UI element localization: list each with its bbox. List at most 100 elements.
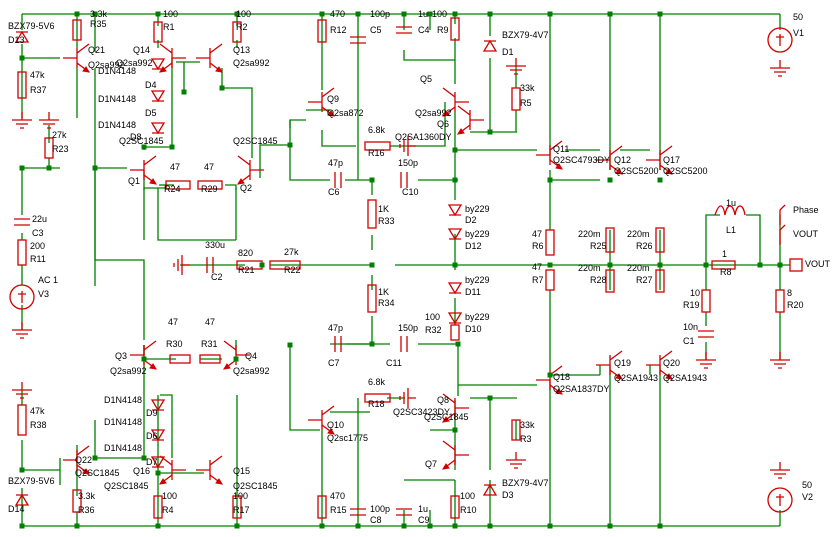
label-vout2: VOUT bbox=[805, 259, 831, 269]
junction-dot bbox=[234, 11, 240, 17]
junction-dot bbox=[234, 523, 240, 529]
junction-dot bbox=[369, 262, 375, 268]
label-r27-val: 220m bbox=[627, 263, 650, 273]
junction-dot bbox=[487, 523, 493, 529]
label-d7-ref: D7 bbox=[146, 457, 158, 467]
d14 bbox=[14, 493, 30, 506]
label-q13-val: Q2sa992 bbox=[233, 58, 270, 68]
label-v2-val: 50 bbox=[802, 480, 812, 490]
d9 bbox=[150, 399, 166, 412]
wire bbox=[225, 184, 237, 190]
label-r17-val: 100 bbox=[233, 491, 248, 501]
label-q8-val: Q2SC1845 bbox=[424, 412, 469, 422]
r36 bbox=[72, 489, 82, 513]
wire bbox=[259, 119, 306, 178]
label-r12-ref: R12 bbox=[330, 25, 347, 35]
c1 bbox=[698, 330, 714, 338]
label-c5-val: 100p bbox=[370, 9, 390, 19]
q1 bbox=[130, 155, 157, 185]
wire bbox=[160, 394, 173, 458]
label-r11-ref: R11 bbox=[30, 254, 46, 264]
junction-dot bbox=[452, 177, 458, 183]
label-q8-ref: Q8 bbox=[437, 395, 449, 405]
label-r26-val: 220m bbox=[627, 229, 650, 239]
d3 bbox=[482, 483, 498, 496]
label-r25-val: 220m bbox=[578, 229, 601, 239]
labels: D13BZX79-5V63.3kR35Q21Q2sa99247kR3727kR2… bbox=[8, 9, 831, 525]
q9-arrow bbox=[327, 110, 335, 117]
r11 bbox=[17, 239, 27, 266]
label-r8-val: 1 bbox=[722, 249, 727, 259]
label-q17-val: Q2SC5200 bbox=[663, 166, 708, 176]
label-r11-val: 200 bbox=[30, 241, 45, 251]
label-d6-val: D1N4148 bbox=[104, 417, 142, 427]
label-d13-ref: D13 bbox=[8, 35, 25, 45]
wire bbox=[705, 214, 720, 265]
gnd-c2 bbox=[173, 255, 190, 275]
label-q12-ref: Q12 bbox=[614, 155, 631, 165]
label-q5-val: Q2SA1360DY bbox=[395, 132, 452, 142]
label-d3-ref: D3 bbox=[502, 490, 514, 500]
r16 bbox=[364, 141, 391, 151]
wire bbox=[321, 130, 356, 147]
label-q9-ref: Q9 bbox=[327, 94, 339, 104]
q11-arrow bbox=[555, 163, 563, 170]
d11 bbox=[447, 282, 463, 295]
q12-arrow bbox=[615, 168, 623, 175]
label-r30-val: 47 bbox=[168, 317, 178, 327]
d10 bbox=[447, 312, 463, 325]
label-d2-val: by229 bbox=[465, 204, 490, 214]
q4-arrow bbox=[223, 363, 231, 370]
label-q7-val: Q2SC3423DY bbox=[393, 407, 450, 417]
label-r33-val: 1K bbox=[378, 204, 389, 214]
label-d1-val: BZX79-4V7 bbox=[502, 30, 549, 40]
label-c11-val: 150p bbox=[398, 323, 418, 333]
label-q3-ref: Q3 bbox=[115, 351, 127, 361]
q22 bbox=[63, 445, 90, 475]
gnd-v3 bbox=[12, 322, 32, 339]
q15 bbox=[196, 455, 223, 485]
junction-dot bbox=[181, 89, 187, 95]
q9 bbox=[308, 87, 335, 117]
label-q19-ref: Q19 bbox=[614, 358, 631, 368]
label-r6-val: 47 bbox=[532, 229, 542, 239]
q6 bbox=[457, 105, 484, 135]
q3-arrow bbox=[149, 363, 157, 370]
label-c8-val: 100p bbox=[370, 504, 390, 514]
r19 bbox=[701, 289, 711, 313]
label-r31-ref: R31 bbox=[201, 339, 218, 349]
junction-dot bbox=[547, 11, 553, 17]
r17 bbox=[232, 495, 242, 519]
q18-arrow bbox=[555, 388, 563, 395]
components bbox=[9, 17, 803, 519]
label-r29-val: 47 bbox=[204, 162, 214, 172]
label-c6-ref: C6 bbox=[328, 187, 340, 197]
c4 bbox=[396, 26, 412, 34]
label-r5-ref: R5 bbox=[520, 98, 532, 108]
r20 bbox=[775, 289, 785, 313]
r38 bbox=[17, 404, 27, 436]
label-c10-val: 150p bbox=[398, 158, 418, 168]
r22 bbox=[269, 260, 301, 270]
label-c4-ref: C4 bbox=[418, 25, 430, 35]
label-r38-val: 47k bbox=[30, 406, 45, 416]
label-l1-ref: L1 bbox=[726, 225, 736, 235]
label-d10-val: by229 bbox=[465, 312, 490, 322]
junction-dot bbox=[287, 142, 293, 148]
label-d8-val: D1N4148 bbox=[98, 120, 136, 130]
label-r9-ref: R9 bbox=[437, 25, 449, 35]
label-q16-val: Q2SC1845 bbox=[104, 481, 149, 491]
label-q6-val: Q2sa992 bbox=[415, 108, 452, 118]
r37 bbox=[17, 71, 27, 99]
label-q16-ref: Q16 bbox=[133, 466, 150, 476]
r35 bbox=[72, 19, 82, 41]
label-r5-val: 33k bbox=[520, 83, 535, 93]
label-q14-ref: Q14 bbox=[133, 45, 150, 55]
wire bbox=[95, 259, 145, 340]
q5-arrow bbox=[442, 110, 450, 117]
label-r31-val: 47 bbox=[205, 317, 215, 327]
label-q5-ref: Q5 bbox=[420, 74, 432, 84]
label-v1-val: 50 bbox=[793, 12, 803, 22]
label-r32-ref: R32 bbox=[425, 325, 442, 335]
d6 bbox=[150, 429, 166, 442]
